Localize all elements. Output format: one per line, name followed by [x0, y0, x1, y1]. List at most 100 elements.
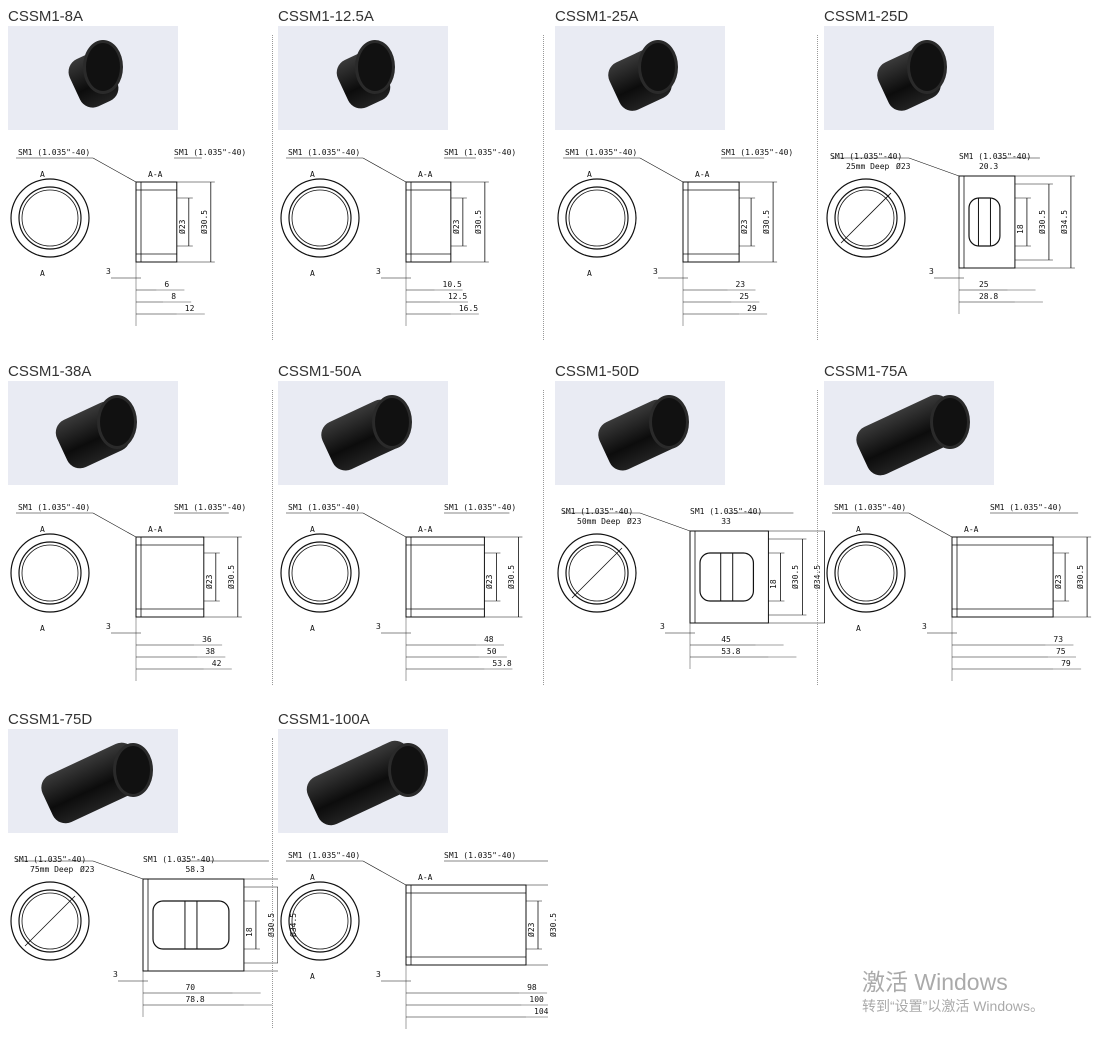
thread-label-right: SM1 (1.035"-40)	[444, 503, 517, 512]
length-dimension: 3	[653, 267, 658, 276]
length-dimension: 53.8	[492, 659, 512, 668]
window-length-dimension: 33	[721, 517, 731, 526]
diameter-dimension: Ø23	[204, 574, 214, 589]
diameter-dimension: Ø30.5	[473, 209, 483, 234]
product-photo	[8, 381, 178, 485]
section-label: A-A	[148, 525, 163, 534]
section-label: A-A	[148, 170, 163, 179]
section-marker-top: A	[40, 525, 45, 534]
length-dimension: 79	[1061, 659, 1071, 668]
thread-label-left: SM1 (1.035"-40)	[561, 507, 634, 516]
length-dimension: 28.8	[978, 292, 999, 301]
thread-depth-label: 75mm Deep	[30, 865, 74, 874]
diameter-dimension: 18	[769, 579, 779, 589]
thread-label-right: SM1 (1.035"-40)	[959, 152, 1032, 161]
column-divider	[272, 35, 273, 340]
diameter-dimension: Ø23	[485, 574, 495, 589]
thread-depth-label: 50mm Deep	[577, 517, 621, 526]
section-marker-bottom: A	[310, 269, 315, 278]
section-label: A-A	[418, 170, 433, 179]
product-photo	[278, 729, 448, 833]
product-title: CSSM1-75D	[8, 711, 93, 728]
product-photo	[278, 26, 448, 130]
diameter-dimension: Ø23	[177, 219, 187, 234]
thread-label-right: SM1 (1.035"-40)	[990, 503, 1063, 512]
length-dimension: 78.8	[185, 995, 205, 1004]
section-marker-bottom: A	[40, 269, 45, 278]
thread-label-left: SM1 (1.035"-40)	[288, 851, 361, 860]
section-label: A-A	[418, 525, 433, 534]
thread-label-left: SM1 (1.035"-40)	[565, 148, 638, 157]
product-title: CSSM1-50A	[278, 363, 362, 380]
diameter-dimension: Ø34.5	[1059, 209, 1069, 234]
length-dimension: 12	[184, 304, 195, 313]
product-title: CSSM1-75A	[824, 363, 908, 380]
product-photo	[824, 381, 994, 485]
product-title: CSSM1-38A	[8, 363, 92, 380]
thread-label-right: SM1 (1.035"-40)	[721, 148, 794, 157]
thread-label-left: SM1 (1.035"-40)	[288, 503, 361, 512]
product-title: CSSM1-100A	[278, 711, 370, 728]
column-divider	[272, 738, 273, 1028]
column-divider	[817, 35, 818, 340]
thread-label-right: SM1 (1.035"-40)	[143, 855, 216, 864]
length-dimension: 3	[376, 622, 381, 631]
thread-label-right: SM1 (1.035"-40)	[690, 507, 763, 516]
window-length-dimension: 20.3	[978, 162, 999, 171]
length-dimension: 104	[534, 1007, 549, 1016]
length-dimension: 6	[164, 280, 170, 289]
thread-label-left: SM1 (1.035"-40)	[18, 503, 91, 512]
section-marker-bottom: A	[40, 624, 45, 633]
section-marker-bottom: A	[587, 269, 592, 278]
column-divider	[272, 390, 273, 685]
product-title: CSSM1-25A	[555, 8, 639, 25]
length-dimension: 3	[113, 970, 118, 979]
section-marker-top: A	[856, 525, 861, 534]
length-dimension: 10.5	[442, 280, 462, 289]
section-label: A-A	[418, 873, 433, 882]
windows-activation-title: 激活 Windows	[862, 969, 1008, 995]
product-photo	[278, 381, 448, 485]
length-dimension: 75	[1055, 647, 1066, 656]
diameter-dimension: 18	[1015, 224, 1025, 234]
length-dimension: 3	[922, 622, 927, 631]
thread-label-left: SM1 (1.035"-40)	[18, 148, 91, 157]
diameter-dimension: Ø23	[1054, 574, 1064, 589]
thread-label-right: SM1 (1.035"-40)	[174, 503, 247, 512]
product-card: CSSM1-75A Ø23 Ø30.5 SM1 (1.035"-40) SM1 (1.0…	[824, 355, 1094, 695]
section-marker-top: A	[587, 170, 592, 179]
product-title: CSSM1-50D	[555, 363, 640, 380]
diameter-dimension: Ø30.5	[199, 209, 209, 234]
length-dimension: 8	[171, 292, 177, 301]
diameter-dimension: Ø30.5	[1076, 564, 1086, 589]
thread-label-right: SM1 (1.035"-40)	[174, 148, 247, 157]
length-dimension: 3	[929, 267, 934, 276]
diameter-dimension: Ø23	[451, 219, 461, 234]
product-photo	[8, 729, 178, 833]
end-diameter-label: Ø23	[627, 517, 642, 526]
thread-label-left: SM1 (1.035"-40)	[834, 503, 907, 512]
section-marker-top: A	[310, 873, 315, 882]
diameter-dimension: 18	[244, 927, 254, 937]
thread-label-right: SM1 (1.035"-40)	[444, 148, 517, 157]
diameter-dimension: Ø30.5	[549, 912, 558, 937]
length-dimension: 100	[529, 995, 544, 1004]
length-dimension: 29	[747, 304, 757, 313]
window-length-dimension: 58.3	[185, 865, 205, 874]
section-marker-top: A	[310, 170, 315, 179]
length-dimension: 50	[486, 647, 497, 656]
thread-depth-label: 25mm Deep	[846, 162, 890, 171]
length-dimension: 70	[185, 983, 196, 992]
length-dimension: 98	[527, 983, 537, 992]
length-dimension: 3	[106, 267, 111, 276]
product-title: CSSM1-25D	[824, 8, 909, 25]
